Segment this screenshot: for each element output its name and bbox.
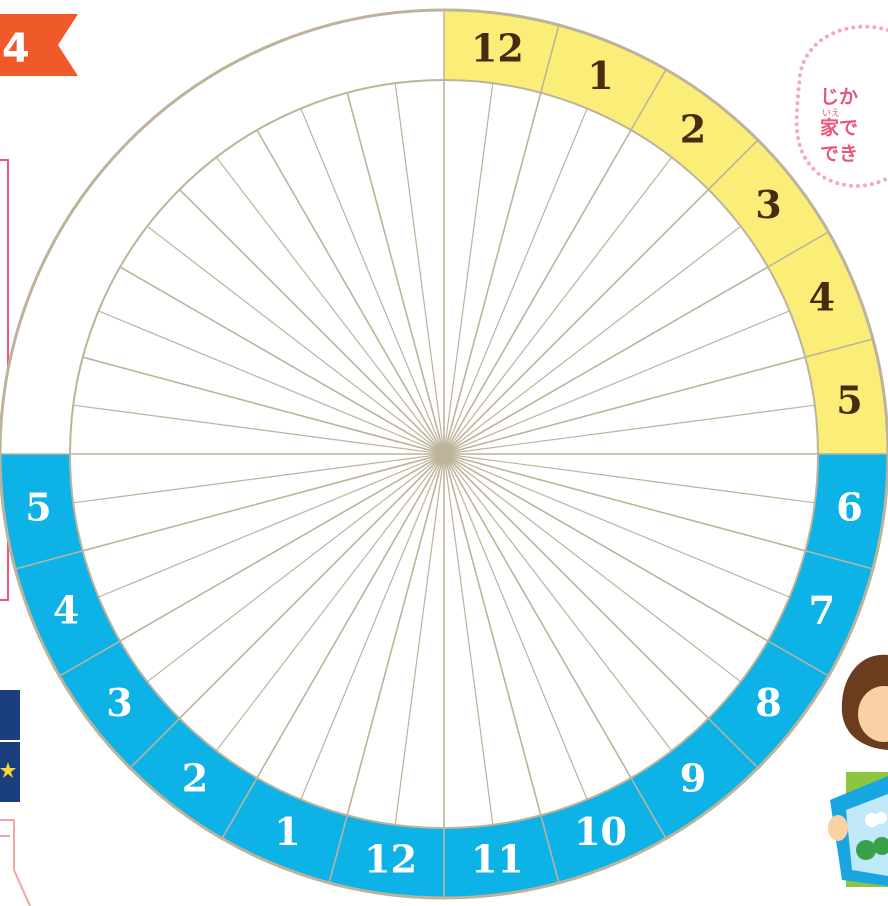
note-bubble: じか いえ 家で でき bbox=[797, 27, 888, 186]
title-badge-text: 4 bbox=[2, 26, 30, 72]
night-hour-label: 11 bbox=[471, 837, 524, 882]
day-hour-label: 5 bbox=[836, 378, 862, 423]
night-hour-label: 9 bbox=[680, 755, 706, 800]
day-hour-label: 2 bbox=[680, 107, 706, 152]
child-reading-book-illustration bbox=[828, 655, 888, 887]
night-box-top bbox=[0, 690, 20, 740]
night-hour-label: 10 bbox=[574, 809, 627, 854]
night-hour-label: 1 bbox=[274, 809, 300, 854]
side-illustration-outline bbox=[0, 820, 30, 906]
night-hour-label: 6 bbox=[836, 484, 862, 529]
day-hour-label: 4 bbox=[809, 274, 835, 319]
note-text-2: 家で bbox=[820, 116, 858, 139]
night-hour-label: 8 bbox=[755, 680, 781, 725]
note-text-1: じか bbox=[820, 86, 858, 108]
night-hour-label: 12 bbox=[364, 837, 417, 882]
night-hour-label: 5 bbox=[25, 484, 51, 529]
note-text-3: でき bbox=[820, 143, 858, 165]
night-hour-label: 4 bbox=[53, 588, 79, 633]
night-hour-label: 3 bbox=[106, 680, 132, 725]
day-hour-label: 1 bbox=[587, 53, 613, 98]
day-hour-label: 3 bbox=[755, 182, 781, 227]
day-hour-label: 12 bbox=[471, 25, 524, 70]
night-hour-label: 2 bbox=[182, 755, 208, 800]
night-hour-label: 7 bbox=[809, 588, 835, 633]
clock-spokes bbox=[70, 80, 818, 828]
